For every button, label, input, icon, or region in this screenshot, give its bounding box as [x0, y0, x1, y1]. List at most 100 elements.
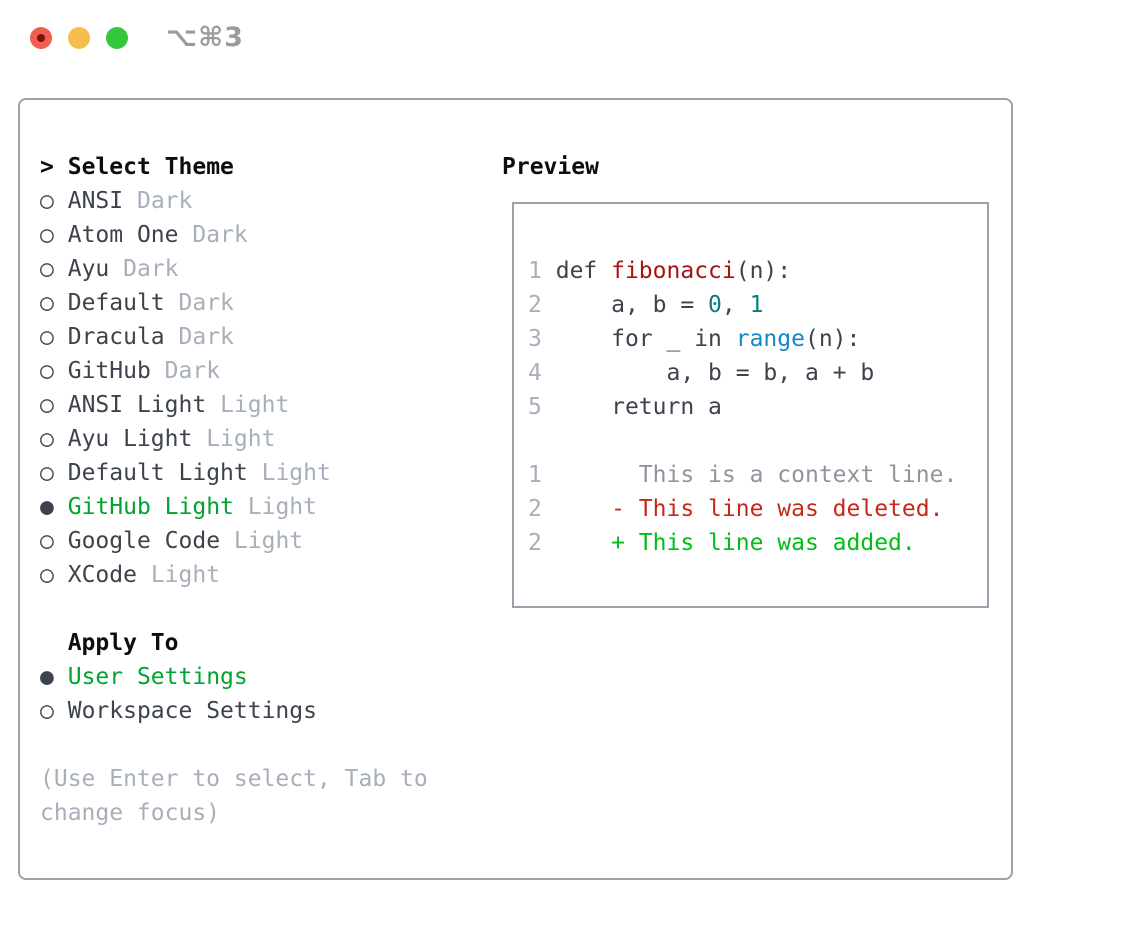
spacer-row: [40, 592, 428, 626]
theme-item-name: Ayu: [67, 256, 110, 282]
radio-icon: ○: [40, 528, 54, 554]
theme-item-name: Google Code: [67, 528, 221, 554]
theme-list: ○ ANSI Dark○ Atom One Dark○ Ayu Dark○ De…: [40, 184, 428, 592]
theme-item-variant: Dark: [136, 188, 193, 214]
minimize-button[interactable]: [68, 27, 90, 49]
code-segment-builtin: range: [735, 326, 805, 352]
theme-item-variant: Light: [206, 426, 276, 452]
close-dot-icon: [37, 34, 45, 42]
apply-option-workspace-settings[interactable]: ○ Workspace Settings: [40, 694, 428, 728]
line-number: 5: [528, 394, 542, 420]
radio-icon: ○: [40, 324, 54, 350]
radio-icon: ○: [40, 426, 54, 452]
window-title: ⌥⌘3: [166, 22, 244, 53]
theme-item-github[interactable]: ○ GitHub Dark: [40, 354, 428, 388]
apply-to-list: ● User Settings○ Workspace Settings: [40, 660, 428, 728]
theme-item-ayu[interactable]: ○ Ayu Dark: [40, 252, 428, 286]
theme-list-header: > Select Theme: [40, 150, 428, 184]
theme-list-header-label: Select Theme: [67, 154, 234, 180]
theme-item-variant: Dark: [178, 324, 234, 350]
theme-item-name: ANSI: [67, 188, 124, 214]
code-segment-code: return a: [555, 394, 722, 420]
apply-option-label: User Settings: [67, 664, 248, 690]
code-segment-code: (n):: [735, 258, 792, 284]
code-segment-add: + This line was added.: [555, 530, 916, 556]
theme-item-xcode[interactable]: ○ XCode Light: [40, 558, 428, 592]
radio-icon: ○: [40, 392, 54, 418]
radio-selected-icon: ●: [40, 664, 54, 690]
code-segment-func: fibonacci: [611, 258, 736, 284]
preview-blank-line: [528, 424, 987, 458]
code-segment-code: def: [555, 258, 612, 284]
line-number: 1: [528, 462, 542, 488]
spacer-row: [40, 728, 428, 762]
radio-icon: ○: [40, 358, 54, 384]
preview-line: 2 + This line was added.: [528, 526, 987, 560]
preview-line: 2 a, b = 0, 1: [528, 288, 987, 322]
theme-item-atom-one[interactable]: ○ Atom One Dark: [40, 218, 428, 252]
apply-to-header-label: Apply To: [67, 630, 179, 656]
theme-item-variant: Light: [247, 494, 317, 520]
code-segment-del: - This line was deleted.: [555, 496, 944, 522]
theme-item-name: XCode: [67, 562, 137, 588]
traffic-lights: [30, 27, 128, 49]
theme-item-google-code[interactable]: ○ Google Code Light: [40, 524, 428, 558]
preview-line: 1 This is a context line.: [528, 458, 987, 492]
close-button[interactable]: [30, 27, 52, 49]
theme-item-variant: Light: [150, 562, 221, 588]
theme-item-name: Default Light: [67, 460, 248, 486]
apply-option-label: Workspace Settings: [67, 698, 317, 724]
radio-icon: ○: [40, 698, 54, 724]
theme-picker-panel: > Select Theme ○ ANSI Dark○ Atom One Dar…: [18, 98, 1013, 880]
theme-item-variant: Light: [220, 392, 290, 418]
preview-line: 4 a, b = b, a + b: [528, 356, 987, 390]
theme-item-variant: Light: [233, 528, 304, 554]
help-text-line-1: (Use Enter to select, Tab to: [40, 766, 428, 792]
theme-item-name: Dracula: [67, 324, 165, 350]
apply-to-header: Apply To: [40, 626, 428, 660]
apply-option-user-settings[interactable]: ● User Settings: [40, 660, 428, 694]
header-prefix: >: [40, 154, 54, 180]
zoom-button[interactable]: [106, 27, 128, 49]
radio-icon: ○: [40, 256, 54, 282]
radio-icon: ○: [40, 222, 54, 248]
code-segment-code: a, b =: [555, 292, 709, 318]
preview-line: 3 for _ in range(n):: [528, 322, 987, 356]
radio-icon: ○: [40, 562, 54, 588]
line-number: 3: [528, 326, 542, 352]
theme-item-variant: Dark: [123, 256, 179, 282]
theme-item-dracula[interactable]: ○ Dracula Dark: [40, 320, 428, 354]
theme-item-name: Default: [67, 290, 165, 316]
theme-item-github-light[interactable]: ● GitHub Light Light: [40, 490, 428, 524]
theme-item-variant: Dark: [192, 222, 248, 248]
code-segment-code: (n):: [804, 326, 861, 352]
help-text-line-2: change focus): [40, 800, 221, 826]
line-number: 2: [528, 530, 542, 556]
theme-item-name: Atom One: [67, 222, 179, 248]
code-segment-num: 0: [708, 292, 722, 318]
preview-line: 2 - This line was deleted.: [528, 492, 987, 526]
theme-item-name: GitHub Light: [67, 494, 234, 520]
theme-item-ansi[interactable]: ○ ANSI Dark: [40, 184, 428, 218]
theme-picker-column: > Select Theme ○ ANSI Dark○ Atom One Dar…: [40, 150, 428, 830]
line-number: 2: [528, 496, 542, 522]
radio-selected-icon: ●: [40, 494, 54, 520]
preview-header: Preview: [502, 150, 599, 184]
theme-item-ansi-light[interactable]: ○ ANSI Light Light: [40, 388, 428, 422]
theme-item-variant: Dark: [178, 290, 234, 316]
theme-item-name: ANSI Light: [67, 392, 207, 418]
theme-item-name: Ayu Light: [67, 426, 193, 452]
line-number: 2: [528, 292, 542, 318]
code-segment-num: 1: [749, 292, 764, 318]
theme-item-default-light[interactable]: ○ Default Light Light: [40, 456, 428, 490]
theme-item-default[interactable]: ○ Default Dark: [40, 286, 428, 320]
line-number: 1: [528, 258, 542, 284]
radio-icon: ○: [40, 290, 54, 316]
theme-item-variant: Light: [261, 460, 331, 486]
code-segment-code: for _ in: [555, 326, 736, 352]
line-number: 4: [528, 360, 542, 386]
preview-header-label: Preview: [502, 154, 599, 180]
theme-item-ayu-light[interactable]: ○ Ayu Light Light: [40, 422, 428, 456]
